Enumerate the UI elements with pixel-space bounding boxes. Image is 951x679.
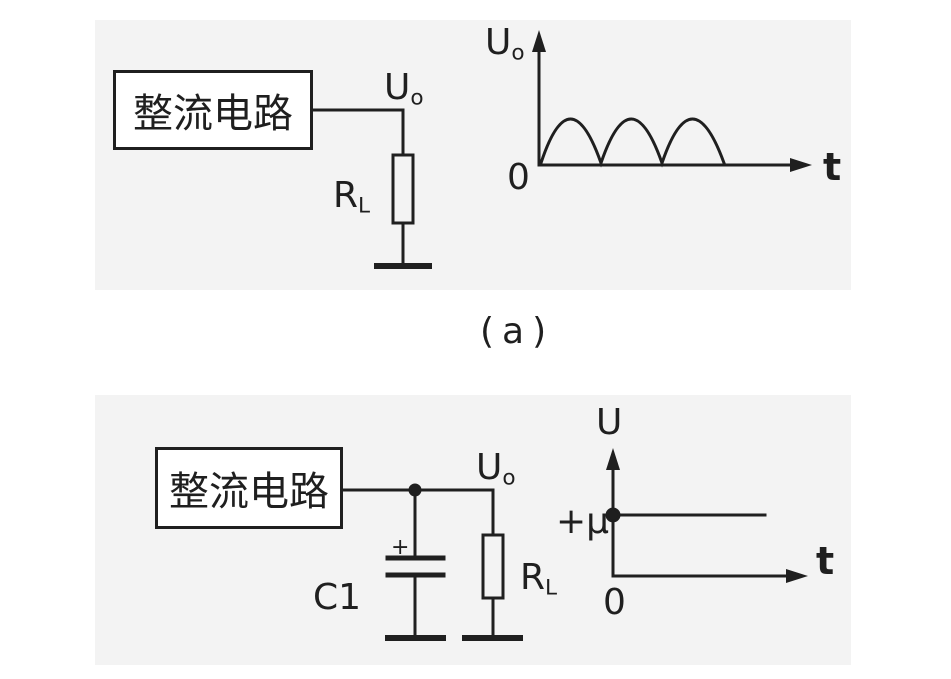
resistor-label-b: RL bbox=[520, 557, 558, 601]
graph-b-y-label: U bbox=[596, 402, 623, 443]
graph-a-x-label: t bbox=[823, 145, 842, 189]
graph-b-level-dot bbox=[605, 507, 621, 523]
graph-a-origin: 0 bbox=[507, 157, 530, 198]
rectifier-block-a: 整流电路 bbox=[113, 70, 313, 150]
graph-b-origin: 0 bbox=[603, 582, 626, 623]
resistor-b bbox=[481, 533, 505, 600]
capacitor-polarity: + bbox=[391, 535, 410, 560]
graph-b-level-label: +μ bbox=[556, 501, 610, 542]
graph-a-waveform bbox=[539, 117, 726, 168]
output-label-b: Uo bbox=[476, 447, 516, 491]
output-label-a: Uo bbox=[384, 67, 424, 111]
graph-a-y-arrow-icon bbox=[532, 30, 546, 52]
caption-a: (a) bbox=[480, 311, 555, 352]
resistor-a bbox=[391, 153, 415, 225]
panel-b-background bbox=[95, 395, 851, 665]
graph-a-x-arrow-icon bbox=[790, 158, 812, 172]
panel-a-background bbox=[95, 20, 851, 290]
graph-b-y-arrow-icon bbox=[606, 448, 620, 470]
graph-b-x-label: t bbox=[816, 539, 835, 583]
rectifier-block-b: 整流电路 bbox=[155, 447, 343, 529]
resistor-label-a: RL bbox=[333, 175, 371, 219]
graph-b-x-arrow-icon bbox=[786, 569, 808, 583]
rectifier-block-b-label: 整流电路 bbox=[169, 469, 329, 515]
rectifier-block-a-label: 整流电路 bbox=[133, 91, 293, 137]
graph-a-y-label: Uo bbox=[485, 22, 525, 66]
capacitor-label: C1 bbox=[313, 577, 362, 618]
